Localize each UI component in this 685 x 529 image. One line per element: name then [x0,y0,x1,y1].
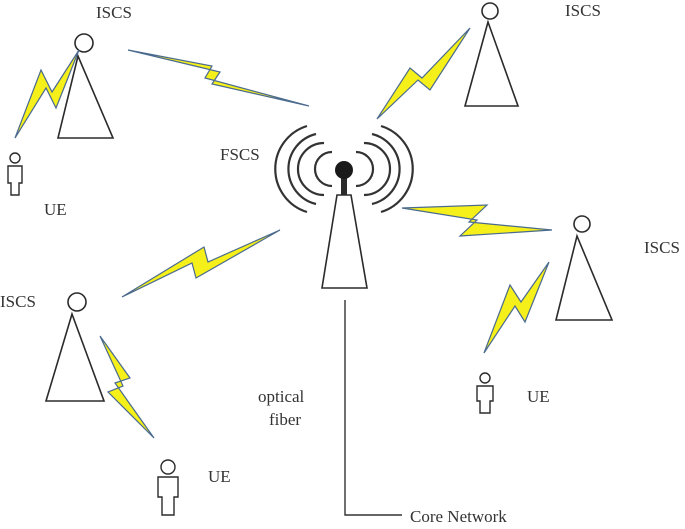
antenna-mast [341,174,347,198]
wireless-link-ue-bottom-icon [99,335,155,439]
iscs-label-right: ISCS [644,238,680,257]
core-network-label: Core Network [410,507,507,526]
wireless-link-ue-top-left-icon [14,49,80,139]
ue-person-bottom-icon [157,459,179,516]
optical-fiber-label-line2: fiber [269,410,301,429]
wireless-link-fscs-to-top-right-icon [376,27,471,120]
wireless-link-ue-right-icon [483,261,550,354]
fscs-tower [274,124,414,289]
fscs-tower-body [321,194,368,289]
iscs-tower-left [44,292,106,402]
fscs-label: FSCS [220,145,260,164]
ue-label-right: UE [527,387,550,406]
ue-label-top-left: UE [44,200,67,219]
ue-person-right-icon [476,372,494,414]
broadcast-waves-icon [274,124,414,214]
iscs-label-top-right: ISCS [565,1,601,20]
wireless-link-fscs-to-right-icon [401,204,553,237]
optical-fiber-line [344,300,402,516]
iscs-label-top-left: ISCS [96,3,132,22]
iscs-tower-top-left [56,33,115,139]
wireless-link-fscs-to-left-icon [121,229,281,298]
iscs-label-left: ISCS [0,292,36,311]
ue-person-top-left-icon [7,152,23,196]
antenna-tip [335,161,353,179]
iscs-tower-right [554,215,614,321]
iscs-tower-top-right [463,2,520,107]
ue-label-bottom: UE [208,467,231,486]
optical-fiber-label-line1: optical [258,387,305,406]
wireless-link-fscs-to-top-left-icon [127,49,310,107]
